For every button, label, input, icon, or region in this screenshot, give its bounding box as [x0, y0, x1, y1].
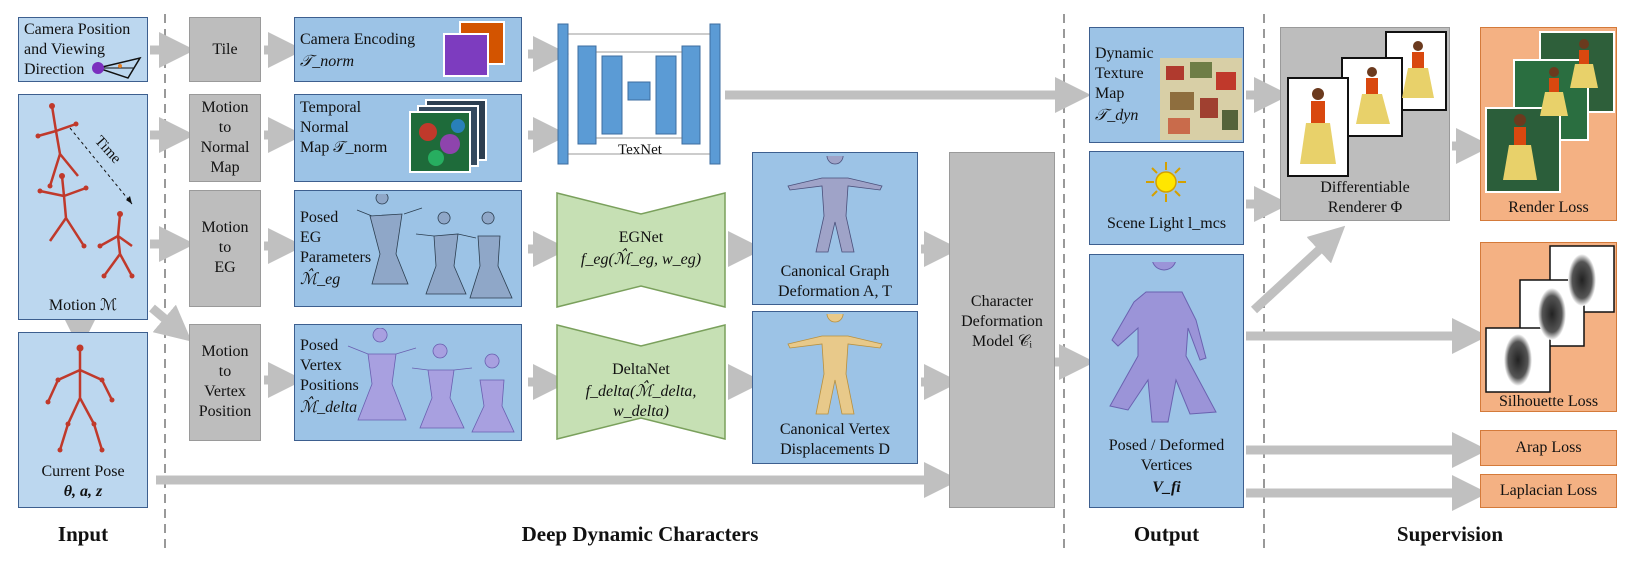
deformation-l3: Model 𝒞ᵢ	[971, 333, 1033, 350]
section-output: Output	[1133, 522, 1200, 546]
section-ddc: Deep Dynamic Characters	[521, 522, 759, 546]
motion-skeletons	[35, 103, 135, 279]
canonical-graph-figure	[787, 156, 883, 253]
motion-eg-l2: to	[218, 239, 232, 256]
motion-normal-l3: Normal	[200, 139, 250, 156]
posed-eg-l1: Posed	[300, 209, 339, 226]
posed-vertex-l3: Positions	[300, 377, 359, 394]
texnet-unet	[557, 23, 721, 165]
motion-vertex-l4: Position	[198, 403, 252, 420]
deformation-l1: Character	[970, 293, 1034, 310]
arrow-vertices-renderer	[1250, 225, 1346, 314]
motion-vertex-l2: to	[218, 363, 232, 380]
canonical-graph-box	[752, 152, 918, 305]
posed-eg-l2: EG	[300, 229, 322, 246]
encoding-maps-icon	[443, 21, 505, 77]
canonical-graph-l1: Canonical Graph	[780, 263, 890, 280]
posed-eg-l4: ℳ̂_eg	[300, 271, 341, 288]
current-pose-label: Current Pose	[41, 463, 125, 480]
renderer-frames	[1287, 31, 1447, 177]
posed-vertices-l3: V_fi	[1152, 479, 1181, 496]
canonical-vertex-figure	[787, 314, 883, 415]
posed-vertex-figures	[347, 328, 515, 433]
motion-label: Motion ℳ	[48, 297, 118, 314]
posed-vertex-l2: Vertex	[300, 357, 342, 374]
tile-box	[189, 17, 261, 82]
posed-vertex-l4: ℳ̂_delta	[300, 399, 358, 416]
motion-vertex-l1: Motion	[201, 343, 249, 360]
temporal-normal-l1: Temporal	[300, 99, 362, 116]
deformation-model-box	[949, 152, 1055, 508]
laplacian-loss-box	[1480, 474, 1617, 508]
canonical-graph-l2: Deformation A, T	[778, 283, 892, 300]
posed-vertices-l2: Vertices	[1140, 457, 1193, 474]
texture-l1: Dynamic	[1095, 45, 1154, 62]
current-pose-skeleton	[45, 344, 115, 453]
normal-maps-icon	[409, 99, 487, 173]
posed-vertex-l1: Posed	[300, 337, 339, 354]
texnet-label: TexNet	[618, 142, 662, 158]
texture-l3: Map	[1095, 85, 1125, 102]
renderer-l2: Renderer Φ	[1327, 199, 1403, 216]
motion-eg-box	[189, 190, 261, 307]
tile-label: Tile	[212, 41, 238, 58]
laplacian-loss-label: Laplacian Loss	[1499, 482, 1598, 499]
egnet-formula: f_eg(ℳ̂_eg, w_eg)	[580, 251, 702, 268]
posed-eg-l3: Parameters	[300, 249, 372, 266]
current-pose-vars: θ, a, z	[63, 483, 103, 500]
section-supervision: Supervision	[1396, 522, 1504, 546]
texture-l2: Texture	[1095, 65, 1144, 82]
canonical-vertex-l2: Displacements D	[780, 441, 890, 458]
egnet-label: EGNet	[618, 229, 664, 246]
motion-vertex-box	[189, 324, 261, 441]
arap-loss-box	[1480, 430, 1617, 466]
texture-map-image	[1160, 58, 1242, 140]
silhouette-loss-label: Silhouette Loss	[1498, 393, 1599, 410]
camera-encoding-l2: 𝒯_norm	[300, 53, 355, 70]
renderer-l1: Differentiable	[1320, 179, 1410, 196]
motion-normal-l2: to	[218, 119, 232, 136]
deltanet-formula: f_delta(ℳ̂_delta, w_delta)	[585, 383, 697, 420]
motion-normal-box	[189, 94, 261, 182]
egnet-shape	[556, 192, 726, 308]
current-pose-box	[18, 332, 148, 508]
motion-box	[18, 94, 148, 320]
camera-icon	[92, 56, 142, 79]
motion-normal-l4: Map	[210, 159, 240, 176]
flow-arrows	[62, 32, 1492, 511]
posed-vertices-figure	[1109, 262, 1217, 423]
scene-light-label: Scene Light l_mcs	[1106, 215, 1227, 232]
camera-label-2: and Viewing	[24, 41, 105, 58]
temporal-normal-l3: Map 𝒯_norm	[300, 139, 388, 156]
motion-eg-l1: Motion	[201, 219, 249, 236]
deformation-l2: Deformation	[961, 313, 1043, 330]
render-loss-images	[1485, 31, 1615, 193]
canonical-vertex-l1: Canonical Vertex	[779, 421, 891, 438]
arap-loss-label: Arap Loss	[1515, 439, 1582, 456]
sun-icon	[1146, 162, 1186, 202]
camera-box	[18, 17, 148, 82]
deltanet-label: DeltaNet	[612, 361, 670, 378]
posed-eg-figures	[356, 194, 513, 299]
camera-label-1: Camera Position	[24, 21, 131, 38]
render-loss-label: Render Loss	[1508, 199, 1589, 216]
camera-label-3: Direction	[24, 61, 85, 78]
posed-vertices-l1: Posed / Deformed	[1108, 437, 1225, 454]
motion-normal-l1: Motion	[201, 99, 249, 116]
arrow-motion-vertex	[149, 304, 192, 342]
deltanet-shape	[556, 324, 726, 440]
temporal-normal-l2: Normal	[300, 119, 349, 136]
texture-l4: 𝒯_dyn	[1095, 107, 1139, 124]
silhouette-images	[1485, 245, 1615, 393]
motion-eg-l3: EG	[214, 259, 236, 276]
section-input: Input	[57, 522, 109, 546]
motion-vertex-l3: Vertex	[204, 383, 246, 400]
camera-encoding-l1: Camera Encoding	[300, 31, 416, 48]
